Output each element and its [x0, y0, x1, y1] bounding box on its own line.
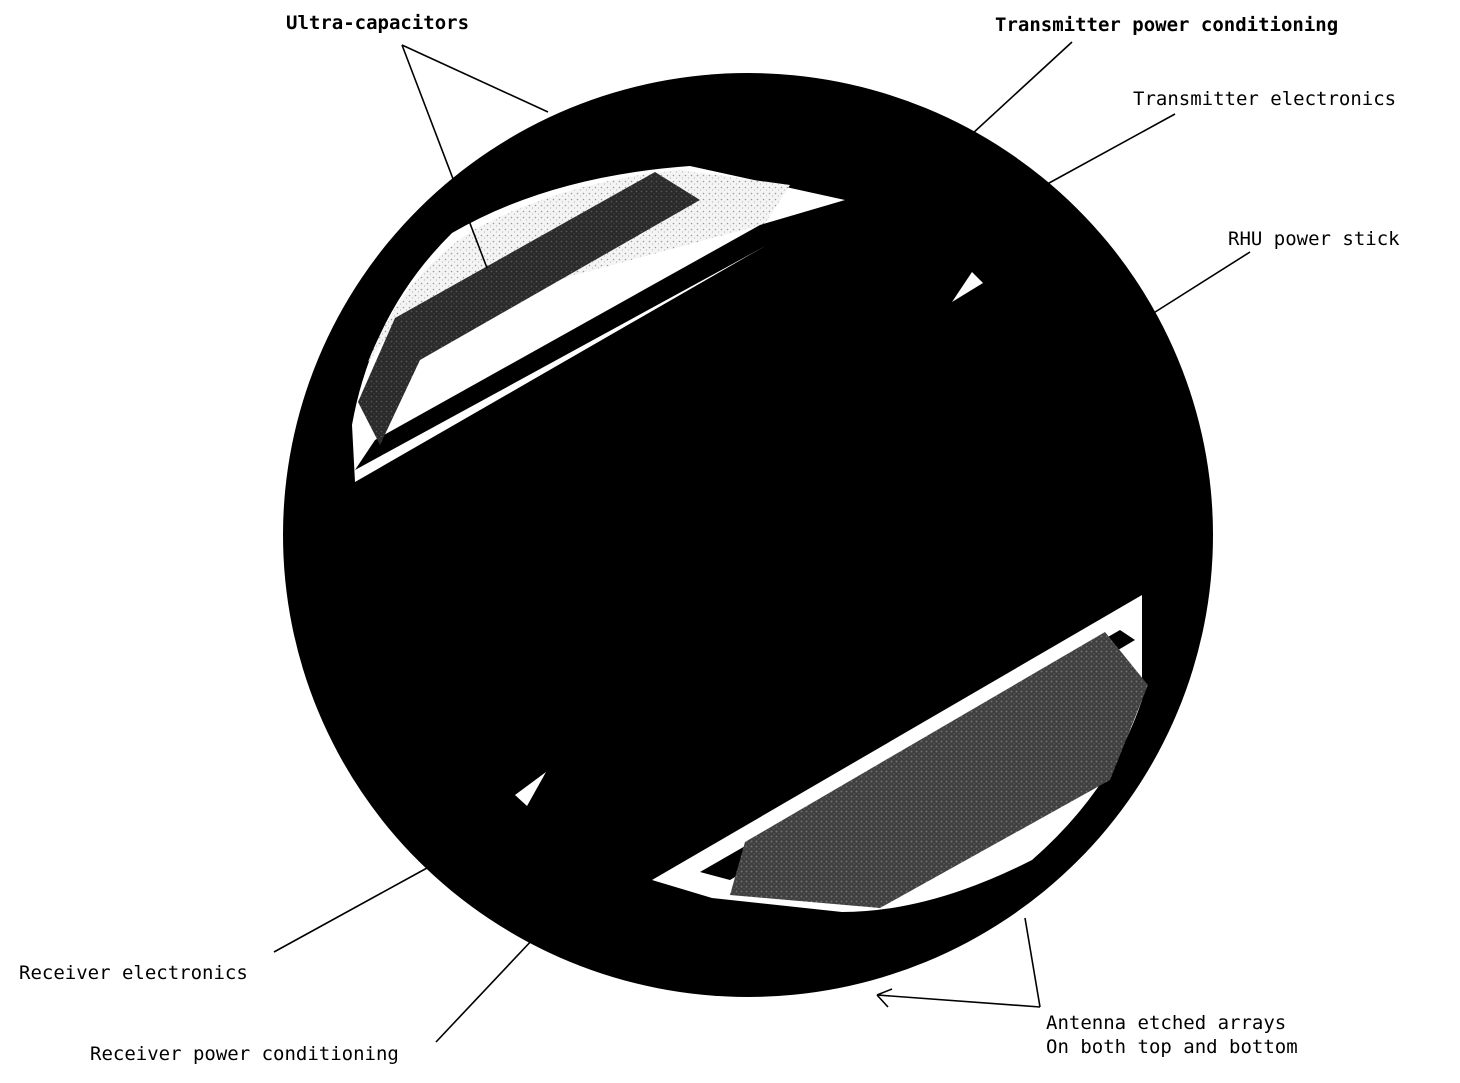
label-receiver-power-conditioning: Receiver power conditioning: [90, 1042, 399, 1066]
label-transmitter-electronics: Transmitter electronics: [1133, 87, 1396, 111]
label-receiver-electronics: Receiver electronics: [19, 961, 248, 985]
leader-antenna-a: [1025, 918, 1040, 1007]
label-ultra-capacitors: Ultra-capacitors: [286, 11, 469, 35]
leader-receiver-power-conditioning: [436, 938, 534, 1042]
label-antenna-line-1: Antenna etched arrays: [1046, 1011, 1286, 1035]
leader-transmitter-electronics: [1040, 114, 1175, 188]
label-antenna-line-2: On both top and bottom: [1046, 1035, 1298, 1059]
leader-rhu-power-stick: [1152, 252, 1250, 314]
leader-receiver-electronics: [274, 868, 427, 952]
leader-transmitter-power-conditioning: [972, 42, 1072, 134]
label-rhu-power-stick: RHU power stick: [1228, 227, 1400, 251]
leader-antenna-arrow-b: [877, 989, 892, 995]
label-transmitter-power-conditioning: Transmitter power conditioning: [995, 13, 1338, 37]
leader-antenna-b: [877, 995, 1040, 1007]
leader-antenna-arrow-a: [877, 995, 888, 1007]
